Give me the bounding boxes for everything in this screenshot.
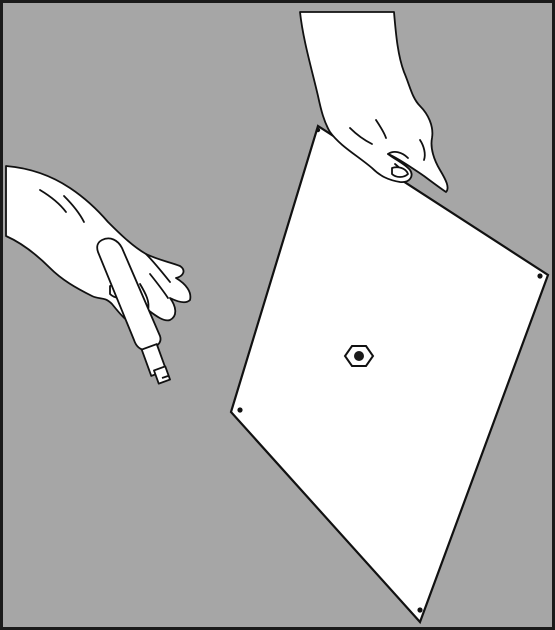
corner-hole-icons — [237, 127, 543, 613]
corner-hole-top-icon — [315, 127, 321, 133]
hex-key-tool-icon — [96, 237, 171, 385]
mounting-plate — [229, 124, 550, 625]
corner-hole-left-icon — [237, 407, 243, 413]
right-hand-icon — [299, 11, 449, 193]
center-hex-nut-icon — [343, 345, 375, 367]
corner-hole-right-icon — [537, 273, 543, 279]
corner-hole-bottom-icon — [417, 607, 423, 613]
